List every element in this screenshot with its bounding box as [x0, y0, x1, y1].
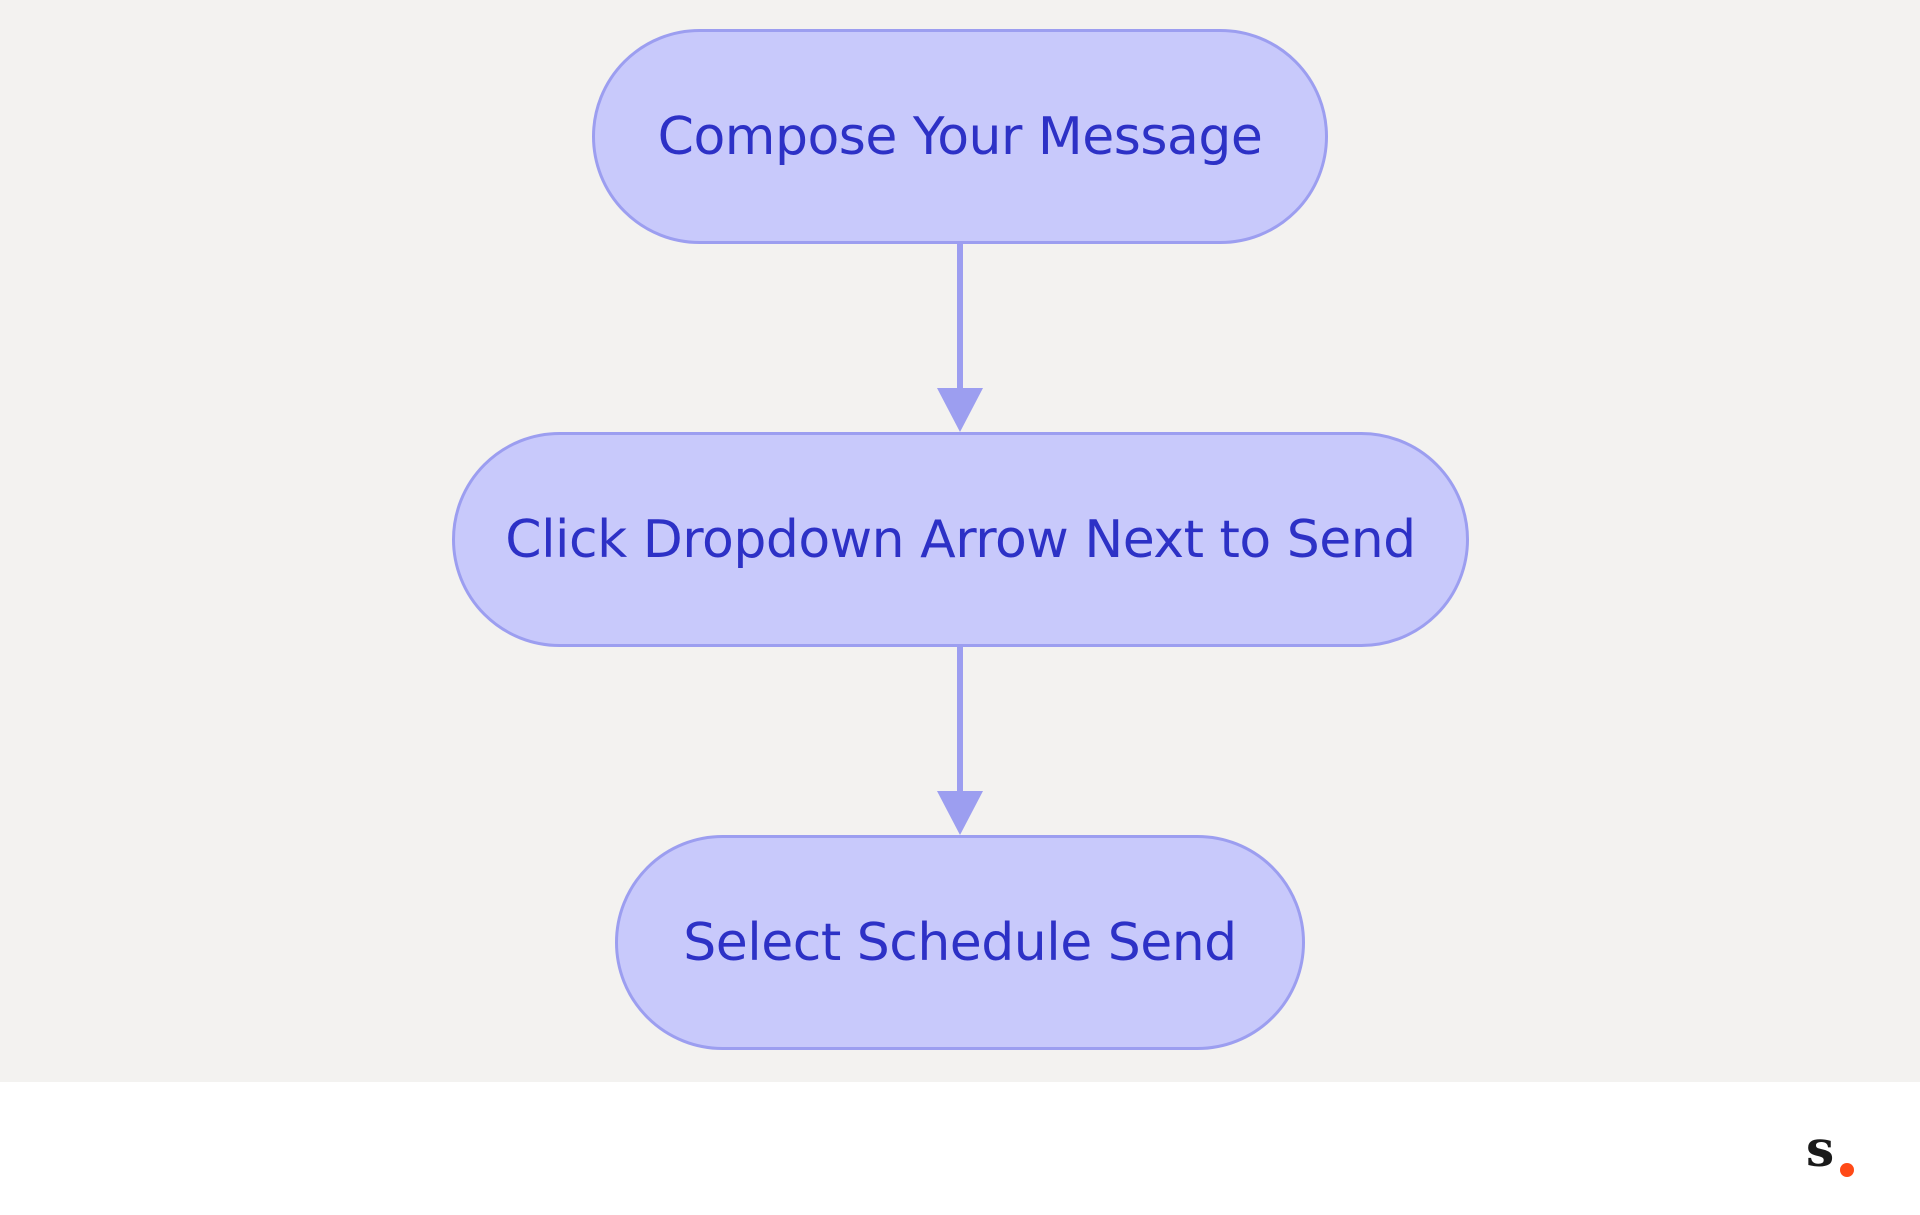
- edge-dropdown-to-schedule: [937, 647, 983, 835]
- brand-logo: s: [1806, 1124, 1866, 1180]
- edges-layer: [937, 244, 983, 835]
- edge-compose-to-dropdown: [937, 244, 983, 432]
- arrowhead-icon: [937, 791, 983, 835]
- logo-dot-icon: [1840, 1163, 1854, 1177]
- logo-letter: s: [1806, 1119, 1835, 1178]
- node-label: Select Schedule Send: [683, 912, 1237, 973]
- arrowhead-icon: [937, 388, 983, 432]
- node-label: Click Dropdown Arrow Next to Send: [505, 509, 1416, 570]
- diagram-area: Compose Your Message Click Dropdown Arro…: [0, 0, 1920, 1082]
- node-label: Compose Your Message: [657, 106, 1263, 167]
- flow-node-dropdown: Click Dropdown Arrow Next to Send: [452, 432, 1469, 647]
- flow-node-compose: Compose Your Message: [592, 29, 1328, 244]
- flow-node-schedule: Select Schedule Send: [615, 835, 1305, 1050]
